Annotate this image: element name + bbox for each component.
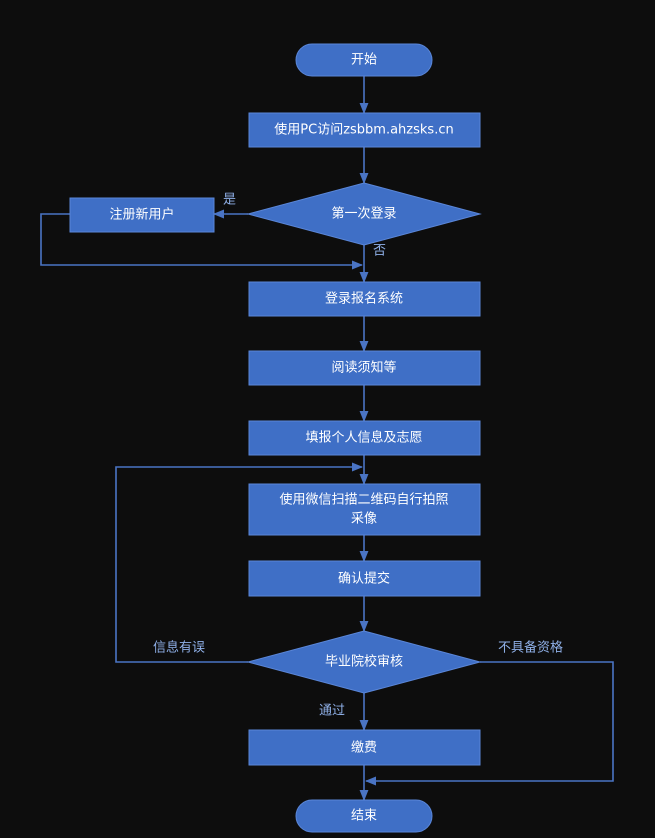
node-labels: 开始 使用PC访问zsbbm.ahzsks.cn 第一次登录 注册新用户 登录报… xyxy=(109,53,453,824)
login-box xyxy=(248,281,481,317)
visit-pc-box xyxy=(248,112,481,148)
edge-label-not-qualified: 不具备资格 xyxy=(498,640,563,656)
edge-label-passed: 通过 xyxy=(319,704,345,719)
end-label: 结束 xyxy=(351,809,377,824)
read-notice-label: 阅读须知等 xyxy=(331,360,396,376)
edge-label-no: 否 xyxy=(373,244,386,259)
school-review-decision xyxy=(246,630,482,694)
login-label: 登录报名系统 xyxy=(325,291,403,307)
connector-register-return xyxy=(40,213,364,270)
confirm-submit-box xyxy=(248,560,481,597)
start-label: 开始 xyxy=(351,53,377,68)
confirm-submit-label: 确认提交 xyxy=(338,571,390,587)
read-notice-box xyxy=(248,350,481,386)
connector-info-error-loop xyxy=(115,462,364,663)
visit-pc-label: 使用PC访问zsbbm.ahzsks.cn xyxy=(274,122,453,138)
photo-label-line1: 使用微信扫描二维码自行拍照 xyxy=(279,492,448,508)
fill-info-label: 填报个人信息及志愿 xyxy=(305,430,422,446)
photo-label-line2: 采像 xyxy=(351,512,377,527)
connector-not-qualified xyxy=(364,661,614,786)
start-terminal xyxy=(295,43,433,77)
nodes xyxy=(69,43,482,833)
edge-label-info-error: 信息有误 xyxy=(153,640,205,656)
register-label: 注册新用户 xyxy=(109,207,174,223)
fill-info-box xyxy=(248,420,481,456)
pay-box xyxy=(248,729,481,766)
end-terminal xyxy=(295,799,433,833)
pay-label: 缴费 xyxy=(351,741,377,756)
school-review-label: 毕业院校审核 xyxy=(325,654,403,670)
connectors xyxy=(40,76,614,802)
first-login-decision xyxy=(246,182,482,246)
edge-labels: 是 否 信息有误 不具备资格 通过 xyxy=(153,193,563,719)
edge-label-yes: 是 xyxy=(223,193,236,208)
first-login-label: 第一次登录 xyxy=(331,206,396,222)
register-box xyxy=(69,197,215,233)
photo-box xyxy=(248,483,481,536)
